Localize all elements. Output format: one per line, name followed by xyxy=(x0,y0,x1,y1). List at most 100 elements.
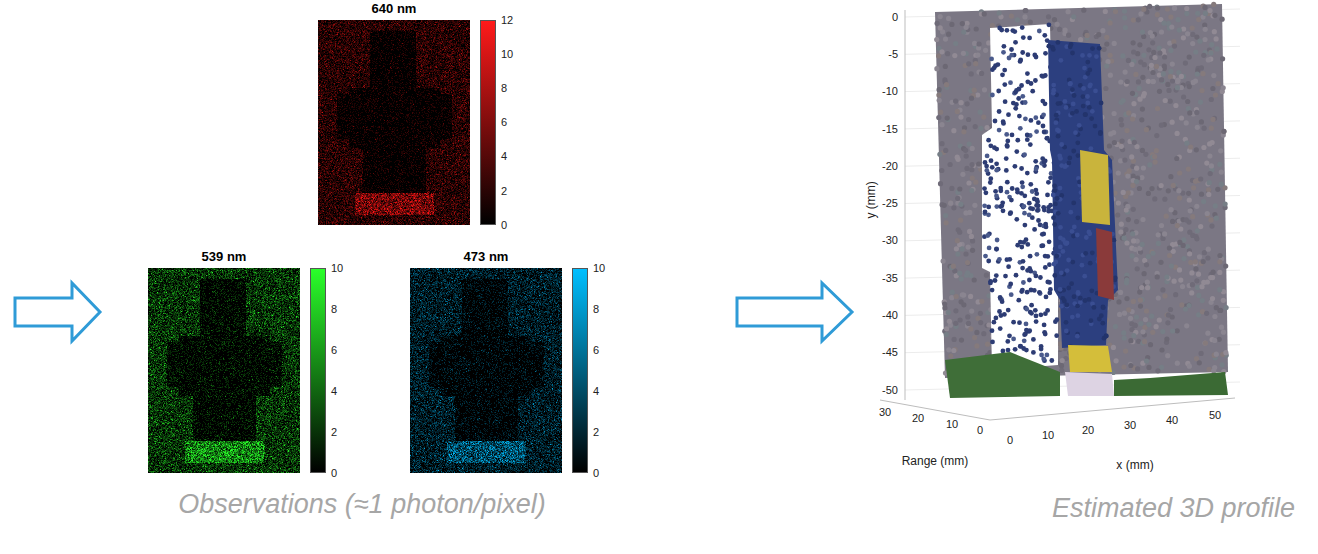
tick-label: 0 xyxy=(977,424,983,437)
wall-point xyxy=(1177,196,1182,201)
scatter-point xyxy=(1024,237,1029,242)
wall-point xyxy=(954,246,959,251)
figure-point xyxy=(1099,101,1104,106)
wall-point xyxy=(959,338,964,343)
wall-point xyxy=(958,317,963,322)
wall-point xyxy=(978,311,983,316)
wall-point xyxy=(943,37,948,42)
wall-point xyxy=(1126,307,1131,312)
wall-point xyxy=(1199,351,1204,356)
tick-label: 4 xyxy=(501,150,507,163)
scatter-point xyxy=(1039,244,1044,249)
wall-point xyxy=(1194,204,1199,209)
wall-point xyxy=(1167,253,1172,258)
wall-point xyxy=(957,230,962,235)
wall-point xyxy=(970,238,975,243)
wall-point xyxy=(1150,70,1155,75)
ground-left xyxy=(945,352,1060,398)
wall-point xyxy=(1118,117,1123,122)
wall-point xyxy=(1195,125,1200,130)
scatter-point xyxy=(1002,44,1007,49)
figure-point xyxy=(1072,294,1077,299)
wall-point xyxy=(1217,287,1222,292)
tick-label: 6 xyxy=(593,344,599,357)
wall-point xyxy=(1201,259,1206,264)
wall-point xyxy=(1195,285,1200,290)
wall-point xyxy=(1108,73,1113,78)
wall-point xyxy=(1124,207,1129,212)
scatter-point xyxy=(1034,191,1039,196)
wall-point xyxy=(978,126,983,131)
tick-label: x (mm) xyxy=(1116,459,1153,473)
wall-point xyxy=(1213,203,1218,208)
wall-point xyxy=(1132,140,1137,145)
wall-point xyxy=(1199,192,1204,197)
figure-point xyxy=(1087,105,1092,110)
figure-point xyxy=(1067,156,1072,161)
wall-point xyxy=(1052,17,1057,22)
scatter-point xyxy=(1033,78,1038,83)
figure-point xyxy=(1101,305,1106,310)
scatter-point xyxy=(1018,59,1023,64)
tick-label: 2 xyxy=(593,426,599,439)
wall-point xyxy=(1111,345,1116,350)
wall-point xyxy=(965,314,970,319)
wall-point xyxy=(969,234,974,239)
figure-point xyxy=(1089,146,1094,151)
wall-point xyxy=(1141,53,1146,58)
wall-point xyxy=(983,48,988,53)
wall-point xyxy=(1139,285,1144,290)
scatter-point xyxy=(1042,130,1047,135)
figure-point xyxy=(1058,225,1063,230)
wall-point xyxy=(1140,148,1145,153)
wall-point xyxy=(1126,110,1131,115)
wall-point xyxy=(966,261,971,266)
figure-point xyxy=(1051,47,1056,52)
scatter-point xyxy=(1005,144,1010,149)
scatter-point xyxy=(1035,198,1040,203)
wall-point xyxy=(1180,284,1185,289)
scatter-point xyxy=(1025,171,1030,176)
wall-point xyxy=(1221,298,1226,303)
wall-point xyxy=(1171,183,1176,188)
figure-point xyxy=(1090,250,1095,255)
figure-point xyxy=(1097,46,1102,51)
scatter-point xyxy=(986,205,991,210)
wall-point xyxy=(1146,191,1151,196)
wall-point xyxy=(1137,42,1142,47)
figure-point xyxy=(1051,88,1056,93)
wall-point xyxy=(938,110,943,115)
wall-point xyxy=(1145,280,1150,285)
wall-point xyxy=(1138,321,1143,326)
wall-point xyxy=(1170,328,1175,333)
wall-point xyxy=(1060,358,1065,363)
wall-point xyxy=(1202,126,1207,131)
scatter-point xyxy=(1008,211,1013,216)
wall-point xyxy=(957,186,962,191)
wall-point xyxy=(950,290,955,295)
tick-label: -40 xyxy=(882,309,898,322)
scatter-point xyxy=(1013,90,1018,95)
wall-point xyxy=(970,176,975,181)
wall-point xyxy=(1081,8,1086,13)
wall-point xyxy=(966,117,971,122)
scatter-point xyxy=(998,186,1003,191)
scatter-point xyxy=(1001,121,1006,126)
wall-point xyxy=(1134,314,1139,319)
scatter-point xyxy=(1020,184,1025,189)
wall-point xyxy=(1124,296,1129,301)
figure-point xyxy=(1075,233,1080,238)
figure-point xyxy=(1059,58,1064,63)
figure-point xyxy=(1075,304,1080,309)
wall-point xyxy=(1130,91,1135,96)
tick-label: -45 xyxy=(882,346,898,359)
tick-label: -10 xyxy=(882,85,898,98)
wall-point xyxy=(1138,298,1143,303)
scatter-point xyxy=(1007,333,1012,338)
wall-point xyxy=(1160,329,1165,334)
scatter-point xyxy=(995,238,1000,243)
scatter-point xyxy=(1045,353,1050,358)
scatter-point xyxy=(1024,328,1029,333)
wall-point xyxy=(1104,35,1109,40)
scatter-point xyxy=(1016,96,1021,101)
